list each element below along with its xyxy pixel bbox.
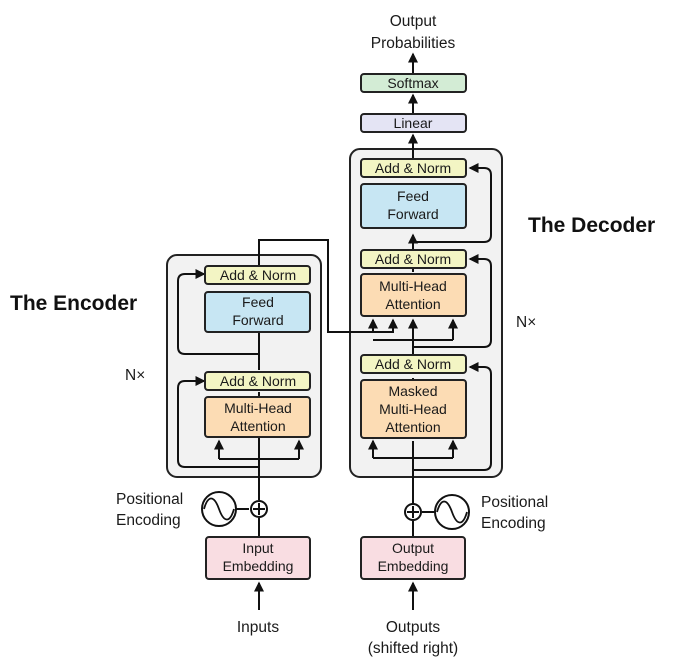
decoder-add-norm-bottom: Add & Norm (360, 354, 467, 374)
encoder-heading: The Encoder (10, 292, 137, 315)
svg-text:Add & Norm: Add & Norm (375, 160, 451, 176)
svg-text:Multi-Head: Multi-Head (224, 400, 292, 416)
svg-text:Linear: Linear (394, 115, 433, 131)
encoder-feed-forward: Feed Forward (204, 291, 311, 333)
outputs-label-line2: (shifted right) (368, 640, 458, 657)
softmax-block: Softmax (360, 73, 467, 93)
svg-text:Masked: Masked (388, 383, 437, 399)
decoder-repeat-label: N× (516, 314, 536, 331)
decoder-add-norm-top: Add & Norm (360, 158, 467, 178)
encoder-output-wire (258, 239, 336, 333)
svg-text:Attention: Attention (230, 418, 285, 434)
decoder-heading: The Decoder (528, 214, 655, 237)
output-probabilities-line1: Output (390, 13, 437, 30)
decoder-residual-3 (413, 163, 492, 243)
input-embedding: Input Embedding (205, 536, 311, 580)
svg-text:Forward: Forward (232, 312, 283, 328)
svg-text:Attention: Attention (385, 419, 440, 435)
svg-text:Embedding: Embedding (223, 558, 294, 574)
svg-text:Forward: Forward (387, 206, 438, 222)
decoder-sine-wave-icon (434, 494, 470, 530)
decoder-positional-label-line1: Positional (481, 494, 548, 511)
svg-text:Output: Output (392, 540, 434, 556)
encoder-sine-wave-icon (201, 491, 237, 527)
svg-text:Add & Norm: Add & Norm (220, 267, 296, 283)
svg-text:Softmax: Softmax (387, 75, 438, 91)
encoder-positional-label-line2: Encoding (116, 512, 181, 529)
encoder-repeat-label: N× (125, 367, 145, 384)
output-embedding: Output Embedding (360, 536, 466, 580)
encoder-multi-head-attention: Multi-Head Attention (204, 396, 311, 438)
svg-text:Add & Norm: Add & Norm (220, 373, 296, 389)
encoder-add-norm-top: Add & Norm (204, 265, 311, 285)
svg-text:Feed: Feed (242, 294, 274, 310)
encoder-positional-label-line1: Positional (116, 491, 183, 508)
svg-text:Feed: Feed (397, 188, 429, 204)
decoder-positional-label-line2: Encoding (481, 515, 546, 532)
decoder-multi-head-attention: Multi-Head Attention (360, 273, 467, 317)
output-probabilities-line2: Probabilities (371, 35, 456, 52)
svg-text:Embedding: Embedding (378, 558, 449, 574)
linear-block: Linear (360, 113, 467, 133)
svg-text:Multi-Head: Multi-Head (379, 401, 447, 417)
svg-text:Attention: Attention (385, 296, 440, 312)
encoder-residual-2 (177, 269, 259, 355)
decoder-residual-2 (413, 254, 492, 348)
encoder-stack (166, 254, 322, 478)
encoder-to-decoder-arrow-2 (336, 318, 398, 333)
svg-text:Input: Input (242, 540, 273, 556)
decoder-feed-forward: Feed Forward (360, 183, 467, 229)
inputs-label: Inputs (237, 619, 279, 636)
svg-text:Add & Norm: Add & Norm (375, 251, 451, 267)
encoder-add-icon (250, 500, 268, 518)
svg-text:Multi-Head: Multi-Head (379, 278, 447, 294)
decoder-masked-multi-head-attention: Masked Multi-Head Attention (360, 379, 467, 439)
decoder-add-norm-middle: Add & Norm (360, 249, 467, 269)
outputs-label-line1: Outputs (386, 619, 441, 636)
decoder-residual-1 (413, 362, 492, 471)
encoder-residual-1 (177, 376, 259, 468)
encoder-add-norm-bottom: Add & Norm (204, 371, 311, 391)
svg-text:Add & Norm: Add & Norm (375, 356, 451, 372)
decoder-add-icon (404, 503, 422, 521)
